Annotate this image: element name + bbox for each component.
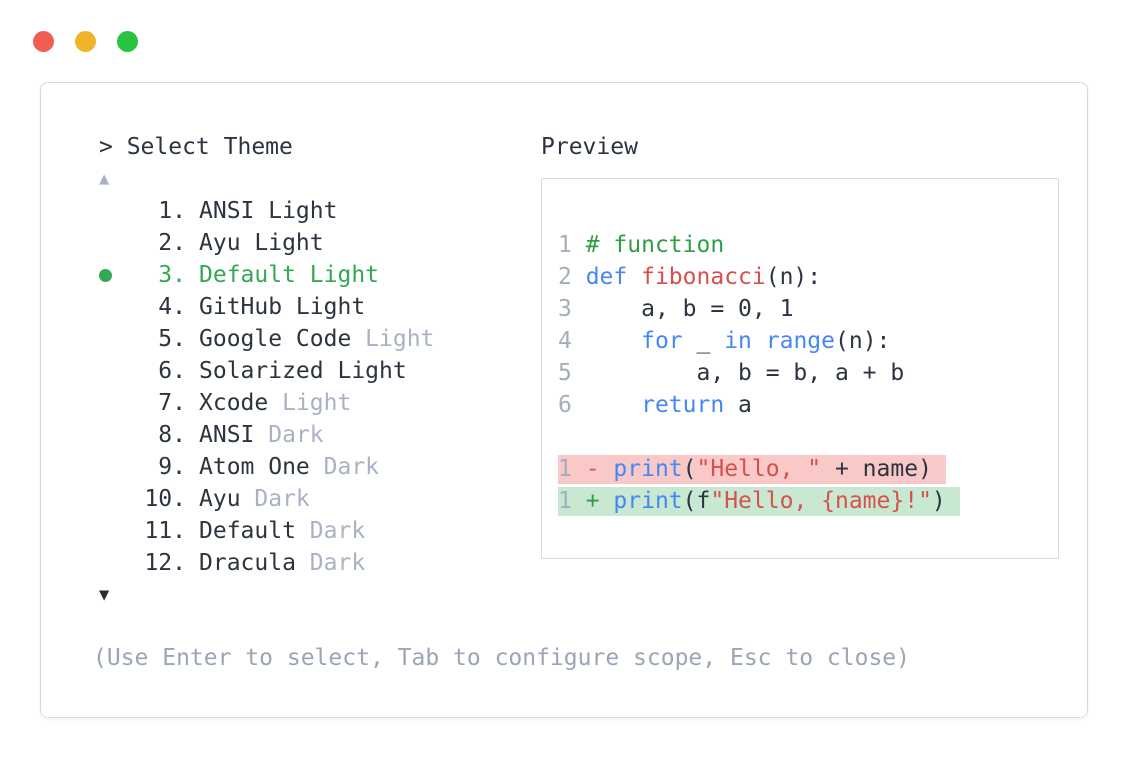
theme-item-11[interactable]: 11. Default Dark <box>99 515 434 547</box>
theme-item-label: ANSI Light <box>199 198 338 224</box>
theme-item-4[interactable]: 4. GitHub Light <box>99 291 434 323</box>
theme-item-label: Ayu Dark <box>199 486 310 512</box>
preview-code: 1 # function 2 def fibonacci(n): 3 a, b = … <box>541 178 1059 559</box>
theme-item-number: 1. <box>158 198 186 224</box>
code-line: 2 def fibonacci(n): <box>558 264 822 290</box>
keyboard-hint: (Use Enter to select, Tab to configure s… <box>93 645 910 671</box>
theme-item-10[interactable]: 10. Ayu Dark <box>99 483 434 515</box>
theme-item-number: 5. <box>158 326 186 352</box>
theme-item-label: Atom One Dark <box>199 454 380 480</box>
theme-item-label: GitHub Light <box>199 294 366 320</box>
theme-item-2[interactable]: 2. Ayu Light <box>99 227 434 259</box>
window-controls <box>33 31 138 52</box>
theme-item-label: Default Dark <box>199 518 366 544</box>
code-line: 6 return a <box>558 392 752 418</box>
theme-item-9[interactable]: 9. Atom One Dark <box>99 451 434 483</box>
theme-item-label: ANSI Dark <box>199 422 324 448</box>
diff-line-removed: 1 - print("Hello, " + name) <box>558 453 1058 485</box>
theme-item-5[interactable]: 5. Google Code Light <box>99 323 434 355</box>
theme-item-label: Xcode Light <box>199 390 352 416</box>
theme-item-label: Google Code Light <box>199 326 435 352</box>
diff-line-added: 1 + print(f"Hello, {name}!") <box>558 485 1058 517</box>
theme-item-number: 8. <box>158 422 186 448</box>
theme-item-number: 10. <box>144 486 186 512</box>
theme-search-input[interactable]: > Select Theme <box>99 134 293 160</box>
code-line: 4 for _ in range(n): <box>558 328 891 354</box>
scroll-up-icon[interactable]: ▲ <box>99 169 110 189</box>
theme-item-label: Default Light <box>199 262 380 288</box>
theme-item-label: Solarized Light <box>199 358 407 384</box>
code-line: 5 a, b = b, a + b <box>558 360 905 386</box>
theme-picker: > Select Theme ▲ 1. ANSI Light 2. Ayu Light… <box>99 131 434 611</box>
theme-item-12[interactable]: 12. Dracula Dark <box>99 547 434 579</box>
theme-item-1[interactable]: 1. ANSI Light <box>99 195 434 227</box>
zoom-button[interactable] <box>117 31 138 52</box>
theme-item-number: 11. <box>144 518 186 544</box>
theme-item-label: Ayu Light <box>199 230 324 256</box>
theme-item-number: 12. <box>144 550 186 576</box>
theme-item-number: 9. <box>158 454 186 480</box>
scroll-down-icon[interactable]: ▼ <box>99 585 110 605</box>
theme-selector-panel: > Select Theme ▲ 1. ANSI Light 2. Ayu Light… <box>40 82 1088 718</box>
theme-item-3[interactable]: 3. Default Light <box>99 259 434 291</box>
minimize-button[interactable] <box>75 31 96 52</box>
theme-item-number: 2. <box>158 230 186 256</box>
selected-bullet-icon <box>99 268 144 282</box>
theme-item-number: 3. <box>158 262 186 288</box>
close-button[interactable] <box>33 31 54 52</box>
theme-item-number: 4. <box>158 294 186 320</box>
theme-item-6[interactable]: 6. Solarized Light <box>99 355 434 387</box>
theme-item-7[interactable]: 7. Xcode Light <box>99 387 434 419</box>
theme-item-number: 6. <box>158 358 186 384</box>
code-line: 1 # function <box>558 232 725 258</box>
theme-list: 1. ANSI Light 2. Ayu Light 3. Default Light 4.… <box>99 195 434 579</box>
theme-item-number: 7. <box>158 390 186 416</box>
code-line: 3 a, b = 0, 1 <box>558 296 794 322</box>
theme-item-label: Dracula Dark <box>199 550 366 576</box>
preview-title: Preview <box>541 134 638 160</box>
preview-pane: Preview 1 # function 2 def fibonacci(n): 3… <box>541 131 1059 559</box>
theme-item-8[interactable]: 8. ANSI Dark <box>99 419 434 451</box>
